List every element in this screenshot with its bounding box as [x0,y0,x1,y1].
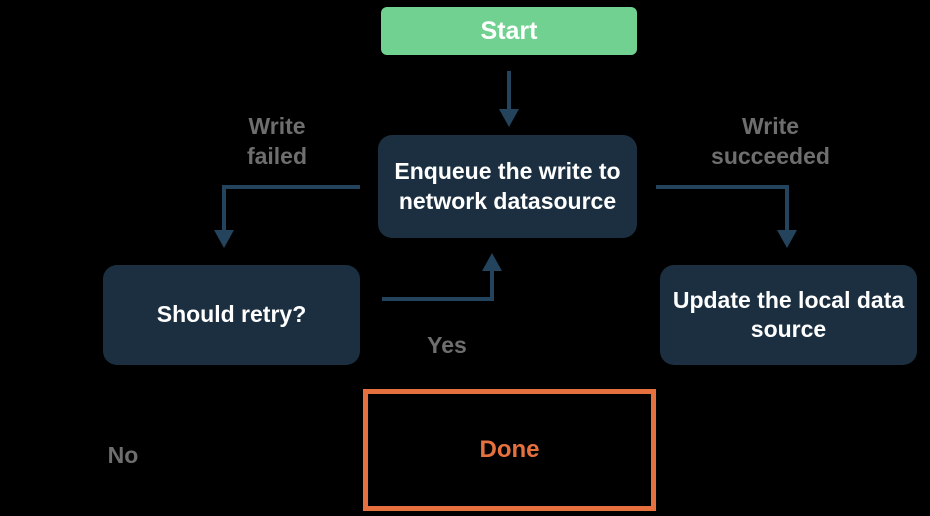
edge-label-write-succeeded: Write succeeded [711,113,830,169]
node-done: Done [363,389,656,511]
edge-enqueue-to-retry-write-failed [214,185,360,248]
edge-enqueue-to-update-write-succeeded [656,185,797,248]
edge-label-no: No [107,442,139,468]
node-enqueue-write: Enqueue the write to network datasource [378,135,637,238]
edge-retry-to-enqueue-yes [382,253,502,301]
node-update-local-source: Update the local data source [660,265,917,365]
edge-label-yes: Yes [427,332,467,358]
edge-label-write-failed: Write failed [246,113,308,169]
node-should-retry: Should retry? [103,265,360,365]
node-start: Start [381,7,637,55]
